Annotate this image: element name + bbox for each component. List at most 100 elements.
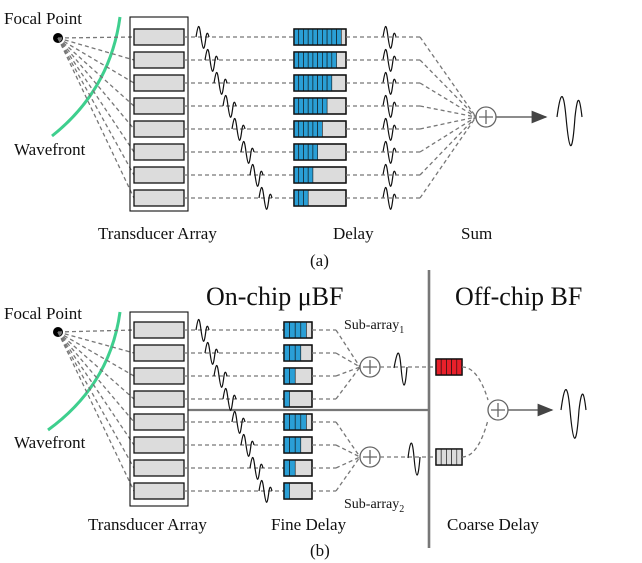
delay-block-fill-cell [322,51,328,69]
transducer-element [133,189,185,207]
aligned-pulse [382,117,397,141]
transducer-array-frame-a [129,16,189,212]
subarray-sum-input-line [335,444,361,458]
fine-delay-block-fill-cell [289,344,296,362]
delay-block-fill-cell [326,74,333,92]
coarse-delay-block-1-fill-cell [451,358,458,376]
focal-ray [57,37,135,84]
delay-block-fill-cell [312,97,318,115]
echo-pulse [258,479,273,503]
fine-delay-block-fill-cell [294,436,302,454]
delay-block-fill-cell [298,189,304,207]
aligned-pulse [382,140,397,164]
coarse-delay-block-1-fill-cell [440,358,447,376]
echo-pulse [258,186,273,210]
fine-delay-label: Fine Delay [271,515,347,534]
coarse-to-sum-lines [461,366,489,458]
delay-block-fill-cell [303,189,309,207]
delay-block-fill-cell [303,166,309,184]
delay-blocks-a [293,28,347,207]
final-sum-plus [491,403,505,417]
transducer-element [133,166,185,184]
subarray-1-sum-plus [363,360,377,374]
delay-block-fill-cell [317,97,323,115]
delay-block-fill-cell [298,28,304,46]
delay-block-fill-cell [312,51,318,69]
subarray-sum-input-line [335,421,361,458]
focal-ray [57,331,135,400]
coarse-delay-block-2-fill-cell [440,448,447,466]
delay-block-fill-cell [293,74,300,92]
subarray-sum-input-line [335,329,361,368]
delay-block-fill-cell [307,97,314,115]
subarray-1-pulse [393,352,408,386]
focal-ray [57,37,135,176]
delay-block-fill-cell [307,143,314,161]
fine-delay-block-fill-cell [289,413,296,431]
echo-pulse [231,117,246,141]
transducer-element [133,120,185,138]
coarse-delay-block-2-fill-cell [451,448,458,466]
wavefront-label-a: Wavefront [14,140,86,159]
aligned-pulse [382,186,397,210]
aligned-pulse [382,48,397,72]
delay-block-fill-cell [331,28,337,46]
focal-ray [57,331,135,469]
fine-delay-block-fill-cell [289,367,296,385]
off-chip-title: Off-chip BF [455,282,582,311]
echo-pulse [240,433,255,457]
echo-pulse [204,341,219,365]
transducer-array-frame-b [129,311,189,507]
pulses-a [195,25,397,210]
delay-block-fill-cell [293,97,300,115]
delay-block-fill-cell [317,28,323,46]
echo-pulse [195,318,210,342]
transducer-element [133,28,185,46]
coarse-delay-blocks [435,358,463,466]
subarray-2-sum-plus [363,450,377,464]
delay-block-fill-cell [312,28,318,46]
delay-block-fill-cell [317,51,323,69]
fine-delay-block-fill-cell [289,459,296,477]
sum-label-a: Sum [461,224,492,243]
delay-block-fill-cell [293,166,300,184]
on-chip-title: On-chip μBF [206,282,343,311]
delay-block-fill-cell [298,97,304,115]
wavefront-curve-b [47,311,122,432]
transducer-element [133,390,185,408]
delay-block-fill-cell [307,51,314,69]
transducer-array-label-a: Transducer Array [98,224,217,243]
focal-rays-b [57,329,135,492]
transducer-element [133,367,185,385]
focal-ray [57,331,135,446]
transducer-element [133,436,185,454]
transducer-element [133,97,185,115]
fine-delay-block-fill-cell [294,344,302,362]
subarray-sum-input-line [335,352,361,368]
focal-ray [57,331,135,377]
delay-block-fill-cell [293,189,300,207]
coarse-delay-block-1-fill-cell [446,358,452,376]
focal-ray [57,331,135,423]
subarray-sum-input-line [335,366,361,377]
echo-pulse [240,140,255,164]
coarse-delay-block-2-fill-cell [435,448,442,466]
echo-pulse [222,387,237,411]
delay-block-fill-cell [298,120,304,138]
fine-delay-block-fill-cell [283,321,290,339]
subarray-sum-input-line [335,456,361,469]
echo-pulse [249,163,264,187]
coarse-delay-label: Coarse Delay [447,515,540,534]
sum-input-line [419,36,477,118]
delay-block-fill-cell [293,51,300,69]
focal-ray [57,37,135,130]
echo-pulse [231,410,246,434]
subarray-sum-input-line [335,366,361,400]
delay-block-fill-cell [317,74,323,92]
sum-lines-a [346,36,477,199]
subarray-sum-lines [312,329,361,492]
fine-delay-block-fill-cell [283,344,290,362]
sum-plus-a [479,110,493,124]
echo-pulse [222,94,237,118]
